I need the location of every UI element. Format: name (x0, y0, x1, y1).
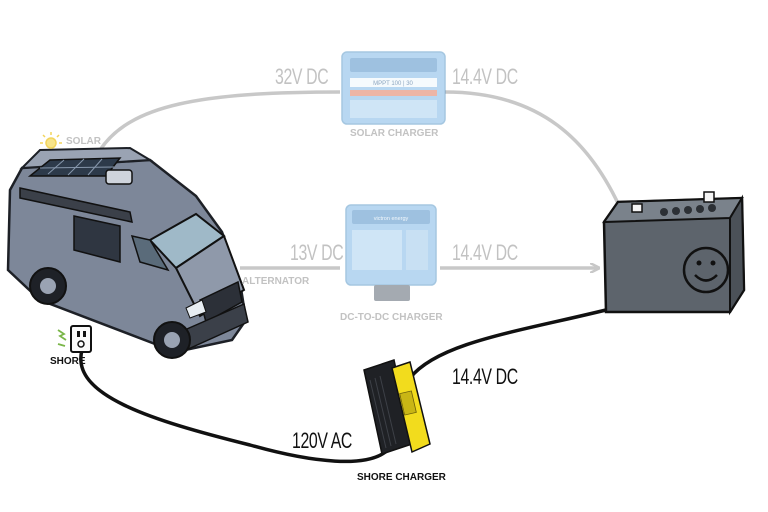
dc-to-dc-charger-label: DC-TO-DC CHARGER (340, 312, 443, 323)
solar-panel-icon (27, 157, 122, 177)
shore-charger-device (363, 359, 431, 455)
smiley-face-icon (682, 246, 730, 294)
alternator-output-voltage: 14.4V DC (452, 240, 518, 265)
battery (602, 191, 746, 316)
sun-icon (40, 132, 62, 149)
solar-to-charger-wire (98, 90, 341, 151)
shore-charger-label: SHORE CHARGER (357, 472, 446, 483)
dc-to-dc-charger-device: victron energy (345, 204, 437, 301)
dc-charger-brand: victron energy (374, 216, 409, 222)
solar-output-voltage: 14.4V DC (452, 64, 518, 89)
solar-charger-model: MPPT 100 | 30 (373, 81, 413, 87)
solar-source-label: SOLAR (66, 136, 101, 147)
shore-input-voltage: 120V AC (292, 428, 353, 453)
shore-output-voltage: 14.4V DC (452, 364, 518, 389)
alternator-source-label: ALTERNATOR (242, 276, 310, 287)
shore-charger-to-battery-wire (408, 305, 626, 380)
shore-to-charger-wire (79, 349, 392, 464)
solar-charger-label: SOLAR CHARGER (350, 128, 439, 139)
electric-spark-icon (57, 329, 67, 347)
solar-charger-device: MPPT 100 | 30 (341, 51, 446, 125)
shore-source-label: SHORE (50, 356, 86, 367)
alternator-input-voltage: 13V DC (290, 240, 344, 265)
camper-van (6, 146, 249, 359)
outlet-icon (70, 325, 92, 353)
solar-charger-to-battery-wire (444, 90, 622, 212)
solar-input-voltage: 32V DC (275, 64, 329, 89)
